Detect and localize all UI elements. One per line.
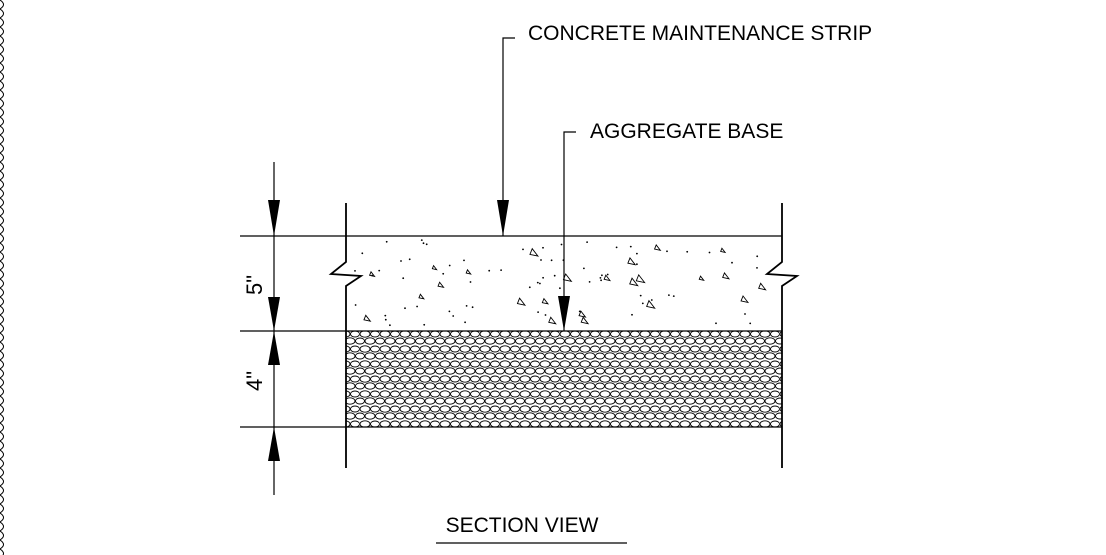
dimension-arrows (268, 162, 280, 495)
left-wall-break (328, 203, 364, 468)
concrete-strip-layer (354, 239, 767, 327)
leader-concrete-strip (497, 37, 515, 236)
right-wall-break (764, 203, 800, 468)
callout-aggregate-base: AGGREGATE BASE (590, 120, 783, 143)
leader-aggregate-base (558, 131, 576, 331)
border-scallop-edge (0, 0, 4, 555)
dimension-label-4in: 4" (242, 371, 267, 391)
aggregate-base-layer (346, 331, 782, 427)
dimension-label-5in: 5" (242, 275, 267, 295)
callout-concrete-strip: CONCRETE MAINTENANCE STRIP (528, 22, 872, 45)
view-title: SECTION VIEW (446, 514, 599, 537)
